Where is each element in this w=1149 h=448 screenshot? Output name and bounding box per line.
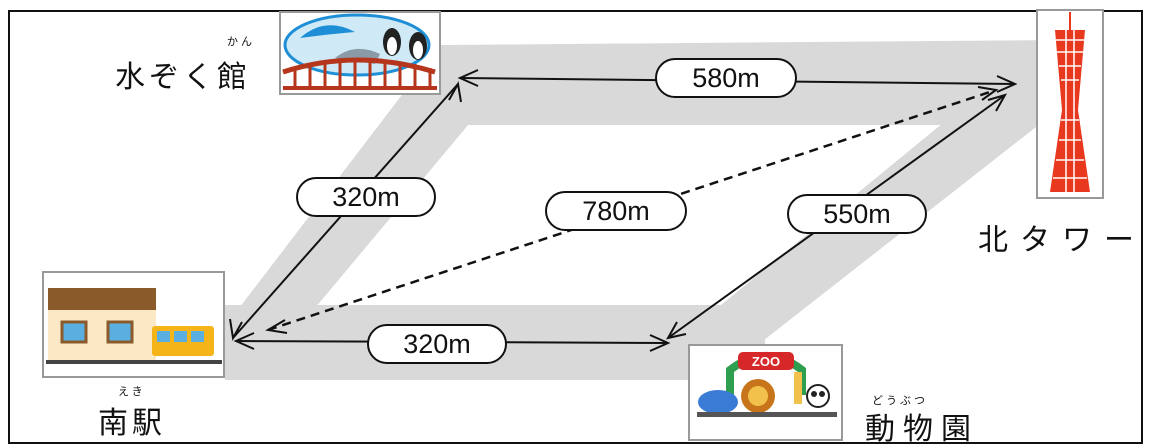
tower-icon xyxy=(1036,9,1104,199)
station-icon xyxy=(42,271,225,378)
arrowhead xyxy=(457,69,479,87)
distance-station-zoo: 320m xyxy=(367,324,507,364)
tower-name: 北タワー xyxy=(978,223,1146,258)
zoo-ruby: どうぶつ xyxy=(872,394,928,407)
distance-aquarium-tower: 580m xyxy=(655,58,797,98)
arrowhead xyxy=(229,318,243,341)
aquarium-ruby: かん xyxy=(227,35,255,48)
aquarium-icon xyxy=(279,11,441,95)
arrowhead xyxy=(987,93,1008,112)
zoo-icon xyxy=(688,344,843,441)
station-name: 南駅 xyxy=(98,406,166,441)
arrowhead xyxy=(977,86,999,101)
arrowhead xyxy=(265,319,288,334)
station-ruby: えき xyxy=(118,385,146,398)
distance-aquarium-station: 320m xyxy=(296,177,436,217)
arrowhead xyxy=(666,321,687,340)
zoo-sign-text: ZOO xyxy=(752,354,780,369)
arrowhead xyxy=(649,334,671,352)
distance-zoo-tower: 550m xyxy=(787,194,927,234)
zoo-name: 動物園 xyxy=(865,412,979,447)
arrowhead xyxy=(233,332,255,350)
arrowhead xyxy=(996,75,1018,93)
distance-station-tower: 780m xyxy=(545,191,687,231)
arrowhead xyxy=(448,81,462,103)
aquarium-name: 水ぞく館 xyxy=(115,60,251,95)
